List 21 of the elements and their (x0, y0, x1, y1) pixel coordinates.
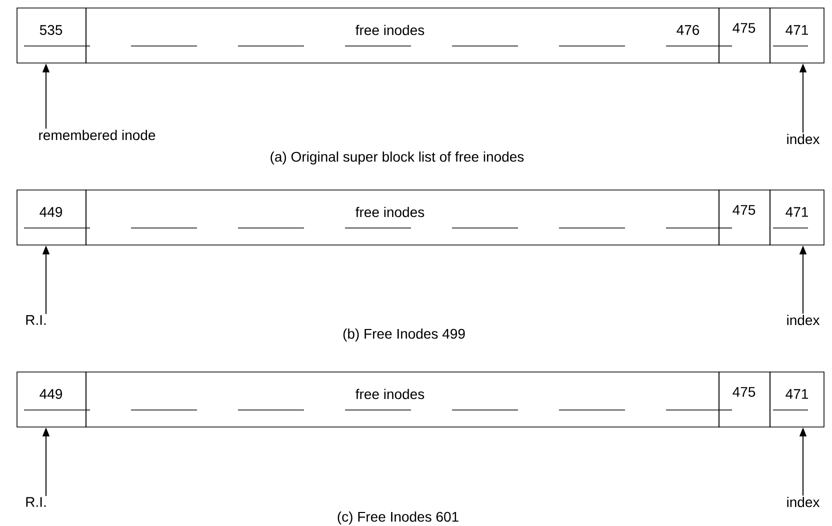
caption: (a) Original super block list of free inodes (270, 151, 524, 165)
cell: 475 (718, 8, 770, 64)
caption: (c) Free Inodes 601 (338, 511, 458, 525)
pointer-label: R.I. (26, 315, 46, 325)
cell: 471 (770, 372, 824, 428)
cell: 471 (770, 190, 824, 246)
pointer-label: remembered inode (39, 130, 156, 140)
cell: 475 (718, 372, 770, 428)
cell: 449 (16, 372, 86, 428)
cell: 449 (16, 190, 86, 246)
cell: free inodes (86, 190, 720, 246)
pointer-label: index (787, 134, 820, 144)
pointer-label: index (787, 496, 820, 508)
cell: 475 (718, 190, 770, 246)
cell: free inodes (86, 372, 720, 428)
pointer-label: R.I. (26, 497, 46, 507)
cell: free inodes 476 (86, 8, 720, 64)
cell: 535 (16, 8, 86, 64)
cell: 471 (770, 8, 824, 64)
pointer-label: index (787, 314, 820, 326)
caption: (b) Free Inodes 499 (343, 328, 465, 342)
